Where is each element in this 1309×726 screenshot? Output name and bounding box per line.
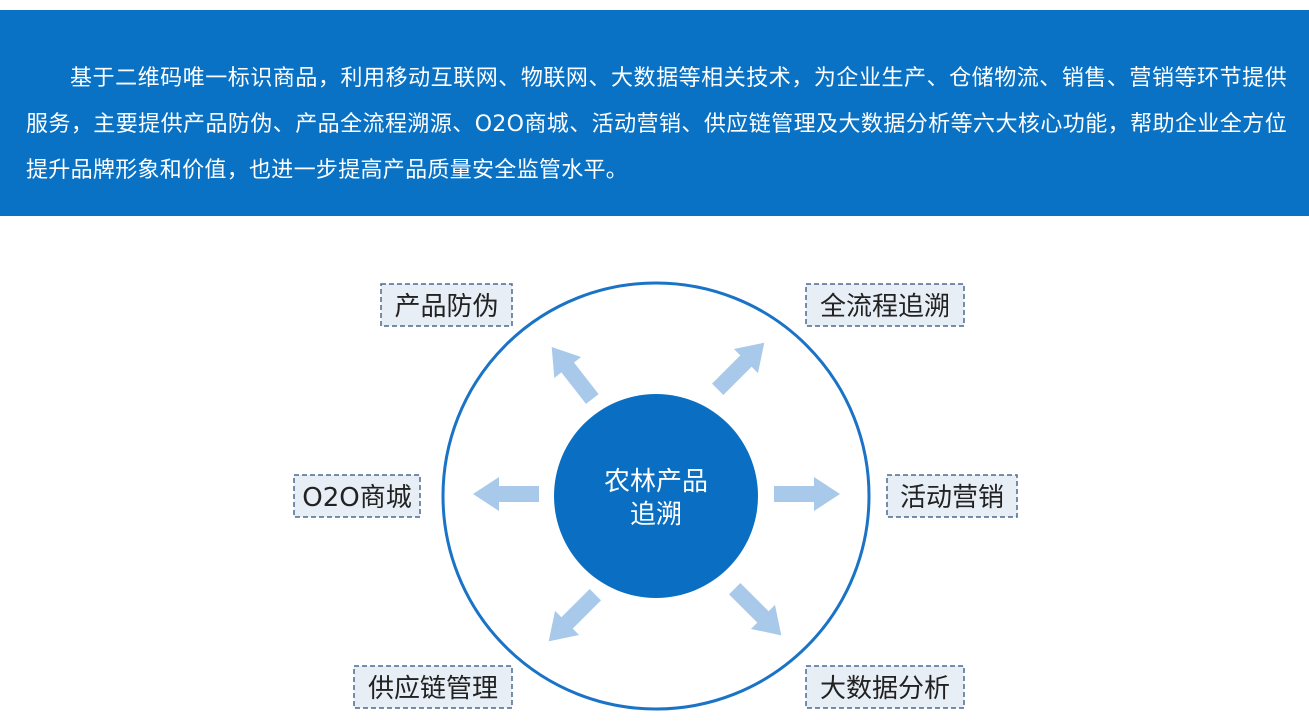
feature-box-big-data: 大数据分析 [805,665,965,709]
arrow-to-big-data [729,583,782,636]
center-label-line2: 追溯 [630,500,682,530]
feature-label-big-data: 大数据分析 [820,674,950,704]
center-label-line1: 农林产品 [604,467,708,497]
feature-label-anti-counterfeit: 产品防伪 [394,292,498,322]
arrow-to-o2o-mall [473,477,539,511]
feature-box-supply-chain: 供应链管理 [353,665,513,709]
feature-box-anti-counterfeit: 产品防伪 [380,283,513,327]
intro-banner: 基于二维码唯一标识商品，利用移动互联网、物联网、大数据等相关技术，为企业生产、仓… [0,10,1309,216]
feature-box-full-trace: 全流程追溯 [805,283,965,327]
intro-text: 基于二维码唯一标识商品，利用移动互联网、物联网、大数据等相关技术，为企业生产、仓… [26,66,1287,183]
center-circle [554,394,758,598]
arrow-to-supply-chain [548,589,601,642]
feature-label-full-trace: 全流程追溯 [820,292,950,322]
arrows-group [473,342,840,642]
feature-label-supply-chain: 供应链管理 [368,674,498,704]
arrow-to-full-trace [712,342,765,395]
feature-box-marketing: 活动营销 [886,474,1018,518]
feature-label-marketing: 活动营销 [900,483,1004,513]
outer-ring [441,281,871,711]
feature-box-o2o-mall: O2O商城 [293,474,421,518]
feature-label-o2o-mall: O2O商城 [302,483,411,513]
arrow-to-anti-counterfeit [551,346,599,404]
arrow-to-marketing [774,477,840,511]
